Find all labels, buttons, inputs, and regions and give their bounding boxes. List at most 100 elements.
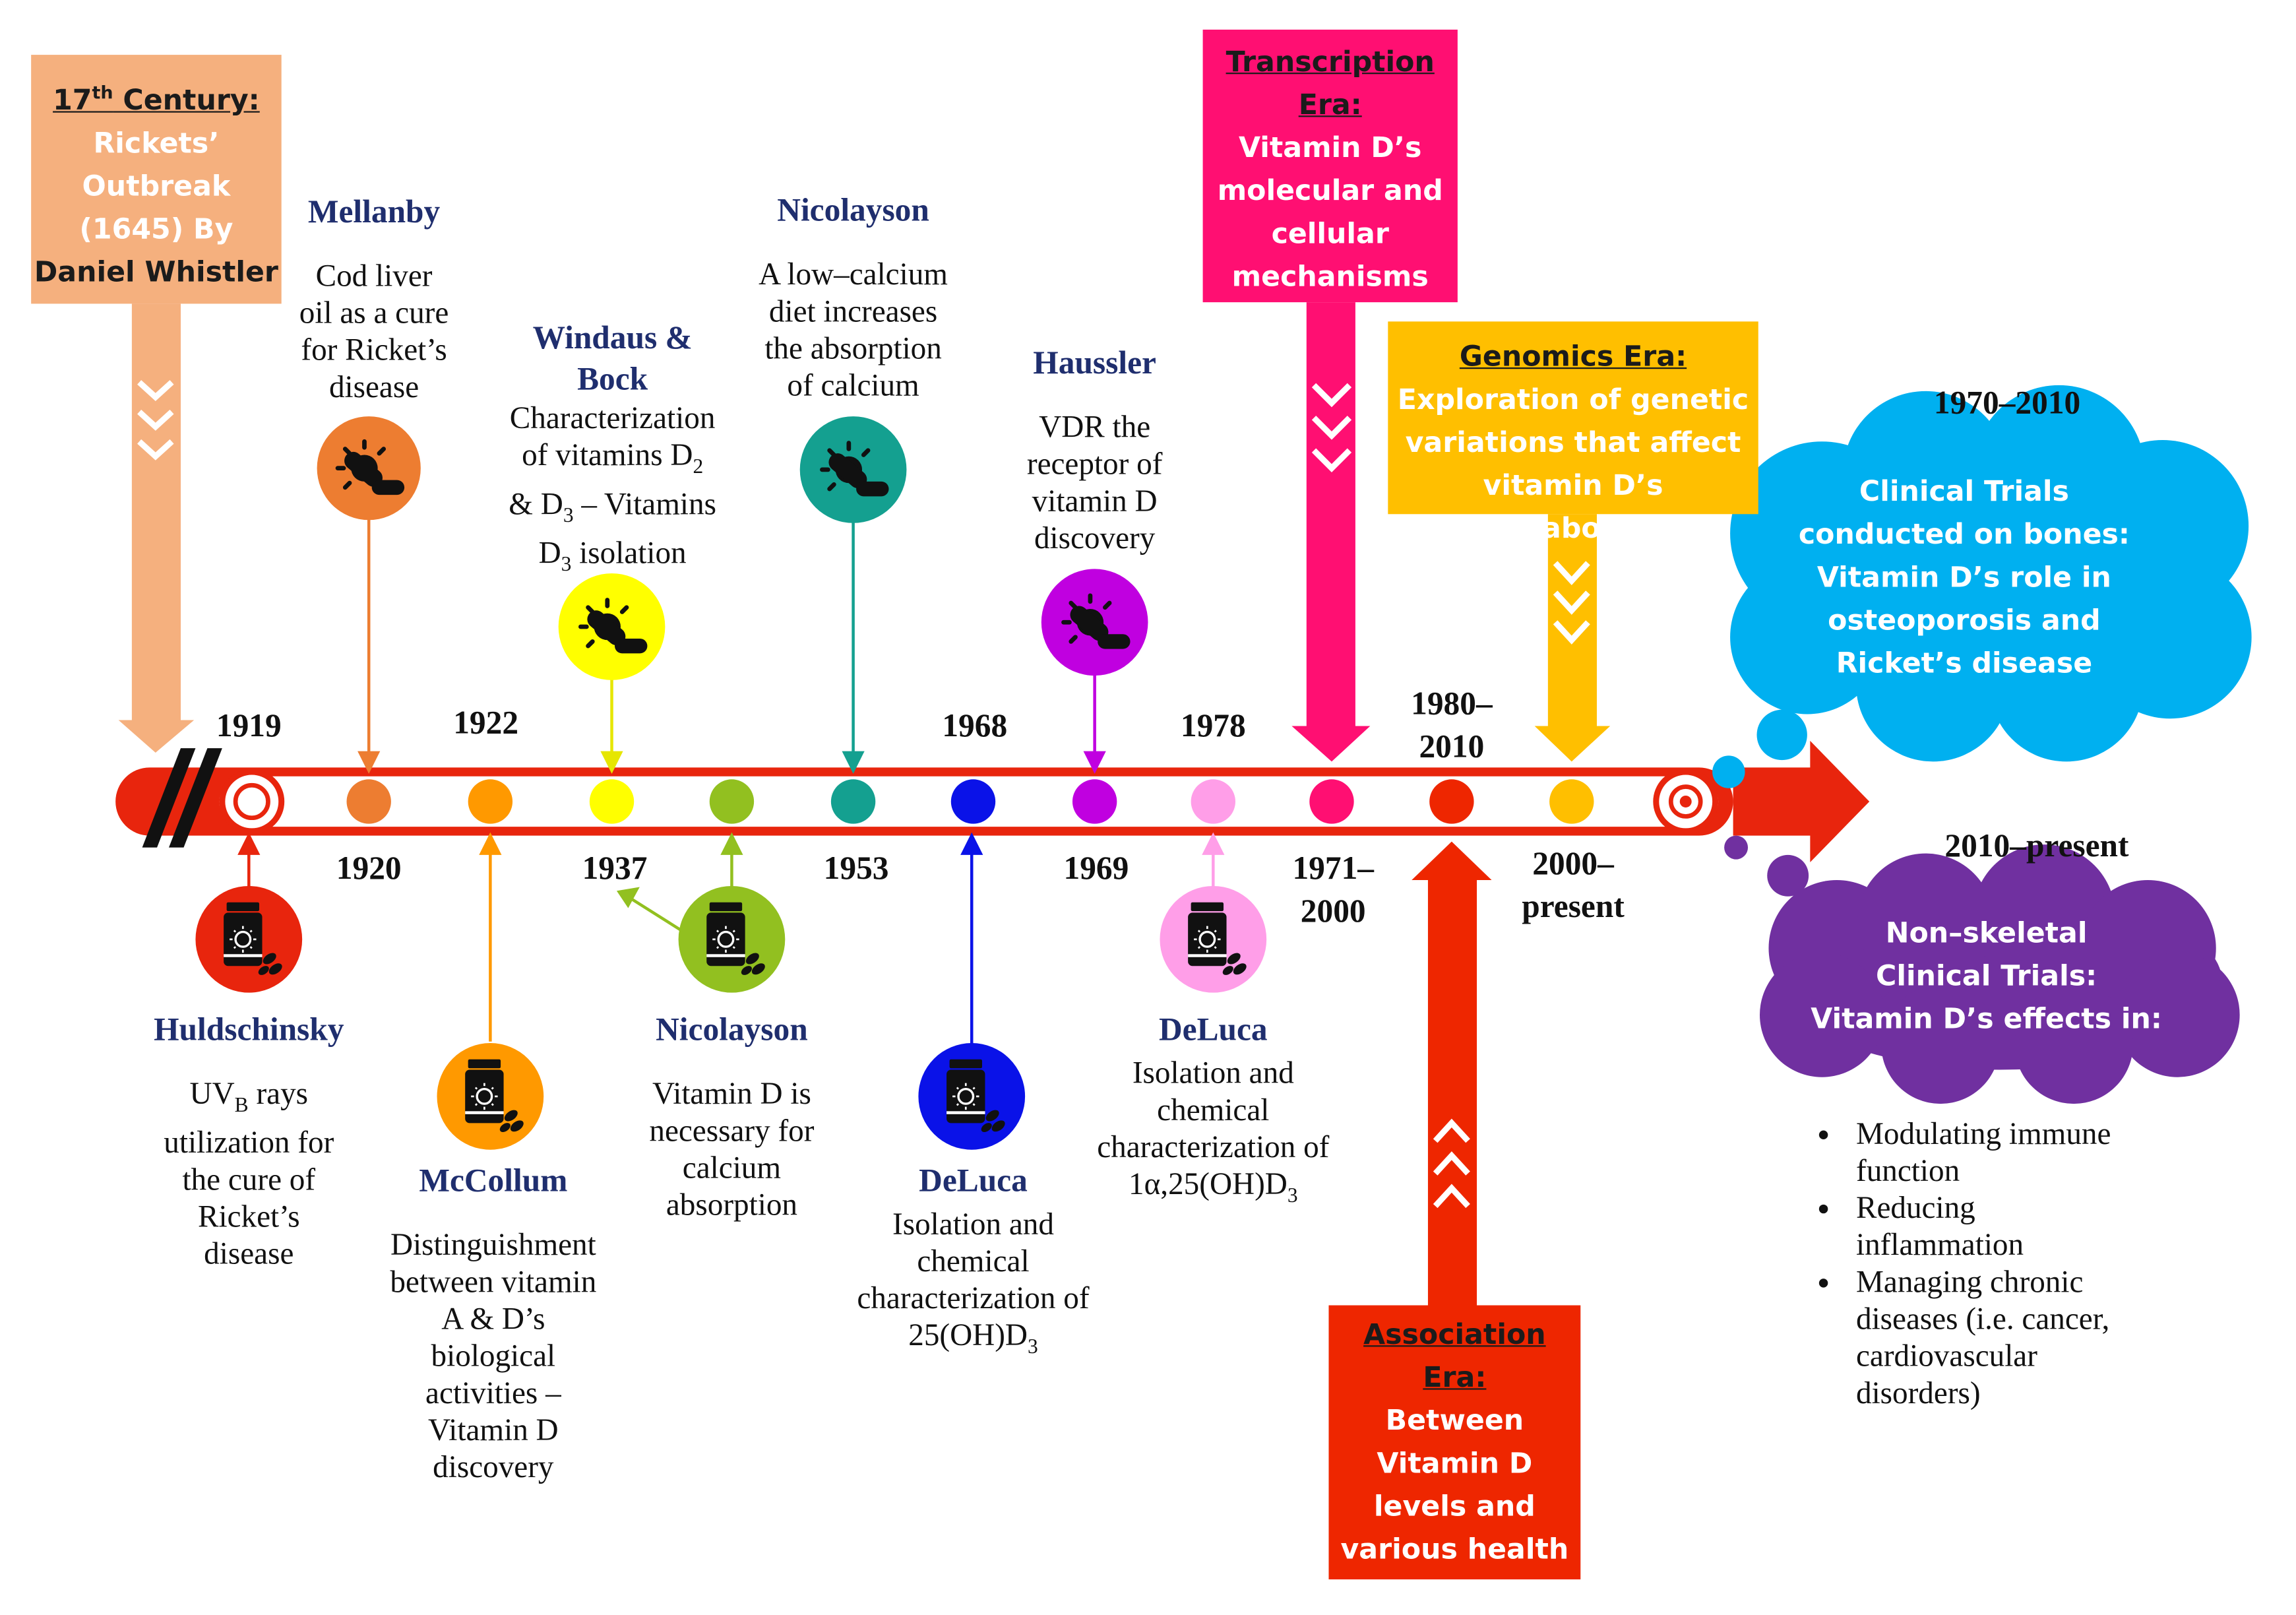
bullet-line: diseases (i.e. cancer, (1855, 1300, 2110, 1337)
year-1922: 1922 (453, 703, 519, 741)
transcription-era-box: Transcription Era: Vitamin D’s molecular… (1202, 29, 1458, 303)
desc-line: diet increases (768, 293, 938, 329)
event-name: Huldschinsky (154, 1010, 344, 1048)
year-1980-a: 1980– (1411, 684, 1493, 722)
desc-text: – Vitamins (573, 486, 716, 522)
event-windaus-bock: Windaus & Bock Characterization of vitam… (474, 317, 751, 585)
genomics-era-box: Genomics Era: Exploration of genetic var… (1388, 321, 1758, 545)
dot-1969 (1072, 779, 1117, 824)
cloud-line: Vitamin D’s effects in: (1811, 1003, 2162, 1036)
desc-line: the absorption (764, 330, 942, 366)
desc-line: characterization of (1097, 1129, 1330, 1165)
desc-line: for Ricket’s (301, 332, 447, 367)
transcription-era-arrow (1291, 302, 1371, 762)
year-1980-b: 2010 (1419, 727, 1485, 765)
transcription-body-d: mechanisms (1231, 261, 1429, 294)
desc-text: isolation (571, 535, 687, 571)
desc-text: & D (509, 486, 563, 522)
desc-line: vitamin D (1032, 483, 1158, 519)
subscript: 2 (693, 457, 704, 479)
cloud-line: Clinical Trials (1859, 475, 2069, 509)
non-skeletal-text: Non–skeletal Clinical Trials: Vitamin D’… (1786, 912, 2186, 1041)
desc-line: receptor of (1026, 445, 1163, 482)
year-2000-present: 2000– present (1499, 842, 1648, 928)
bullet-line: Modulating immune (1855, 1116, 2111, 1151)
desc-line: of vitamins D2 (474, 437, 751, 487)
year-1953: 1953 (823, 848, 889, 886)
transcription-body-b: molecular and (1217, 175, 1443, 208)
transcription-body-c: cellular (1271, 218, 1389, 251)
desc-line: absorption (666, 1186, 797, 1222)
genomics-body-c: vitamin D’s metabolism (1480, 469, 1666, 546)
rickets-line-2: Outbreak (82, 171, 231, 204)
event-nicolayson-1937: Nicolayson Vitamin D is necessary for ca… (613, 1011, 850, 1224)
desc-line: Characterization (509, 400, 716, 436)
year-1971-2000: 1971– 2000 (1274, 846, 1392, 932)
cloud-line: osteoporosis and (1828, 604, 2101, 637)
event-name-b: Bock (577, 360, 648, 397)
desc-line: the cure of (182, 1162, 316, 1198)
rickets-era-box: 17th Century: Rickets’ Outbreak (1645) B… (31, 55, 282, 304)
year-1971-b: 2000 (1300, 891, 1366, 930)
desc-text: D (538, 535, 561, 571)
clinical-bones-cloud (1712, 385, 2252, 788)
event-name: Mellanby (307, 192, 441, 230)
bullet-line: function (1855, 1153, 1960, 1189)
dot-1971-2000 (1309, 779, 1354, 824)
bullet-line: inflammation (1855, 1226, 2024, 1263)
desc-text: rays (248, 1075, 309, 1112)
clinical-bones-period: 1970–2010 (1933, 383, 2081, 421)
bullet-line: Managing chronic (1855, 1263, 2084, 1300)
desc-line: characterization of (857, 1280, 1090, 1316)
association-body-c: levels and (1373, 1490, 1536, 1523)
timeline-end-marker (1653, 769, 1719, 835)
desc-line: Cod liver (315, 257, 433, 294)
desc-line: of calcium (787, 367, 919, 403)
rickets-line-4: Daniel Whistler (34, 257, 278, 290)
desc-line: Distinguishment (390, 1226, 596, 1263)
connector-mccollum (479, 832, 502, 1042)
year-1978: 1978 (1180, 707, 1246, 744)
event-name: Nicolayson (656, 1010, 808, 1048)
desc-line: chemical (917, 1243, 1030, 1279)
desc-line: VDR the (1039, 408, 1151, 445)
dot-1920 (346, 779, 391, 824)
desc-line: between vitamin (390, 1263, 597, 1300)
dot-1980-2010 (1429, 779, 1474, 824)
event-mellanby: Mellanby Cod liver oil as a cure for Ric… (252, 193, 497, 406)
connector-nicolayson-1953 (842, 521, 865, 774)
year-1937: 1937 (582, 848, 648, 886)
association-era-box: Association Era: Between Vitamin D level… (1328, 1305, 1581, 1609)
desc-line: biological (431, 1337, 556, 1374)
desc-line: Vitamin D (428, 1412, 559, 1448)
year-1969: 1969 (1063, 848, 1129, 886)
dot-1978 (1191, 779, 1235, 824)
event-deluca-1968: DeLuca Isolation and chemical characteri… (832, 1162, 1114, 1366)
cloud-line: conducted on bones: (1798, 519, 2130, 552)
desc-line: chemical (1157, 1092, 1270, 1128)
desc-line: discovery (1034, 520, 1156, 556)
desc-line: 1α,25(OH)D3 (1069, 1166, 1357, 1215)
desc-text: 25(OH)D (908, 1317, 1028, 1353)
bullet-line: disorders) (1855, 1375, 1981, 1411)
connector-deluca-1968 (960, 832, 983, 1046)
desc-line: A & D’s (441, 1300, 545, 1337)
cloud-line: Ricket’s disease (1836, 647, 2093, 680)
desc-line: activities – (425, 1375, 561, 1411)
association-body-e: outcomes (1377, 1576, 1532, 1609)
desc-line: A low–calcium (759, 256, 948, 292)
subscript: B (234, 1095, 249, 1118)
desc-line: calcium (682, 1149, 782, 1186)
event-name: Nicolayson (777, 191, 929, 228)
desc-line: D3 isolation (474, 536, 751, 585)
connector-haussler (1083, 670, 1106, 774)
rickets-era-arrow (118, 303, 195, 753)
association-era-arrow (1412, 841, 1492, 1307)
year-1919: 1919 (216, 707, 282, 744)
transcription-title-a: Transcription (1226, 46, 1435, 79)
dot-1937b (709, 779, 755, 824)
rickets-title: 17th Century: (53, 82, 260, 118)
year-2000-a: 2000– (1532, 844, 1614, 882)
